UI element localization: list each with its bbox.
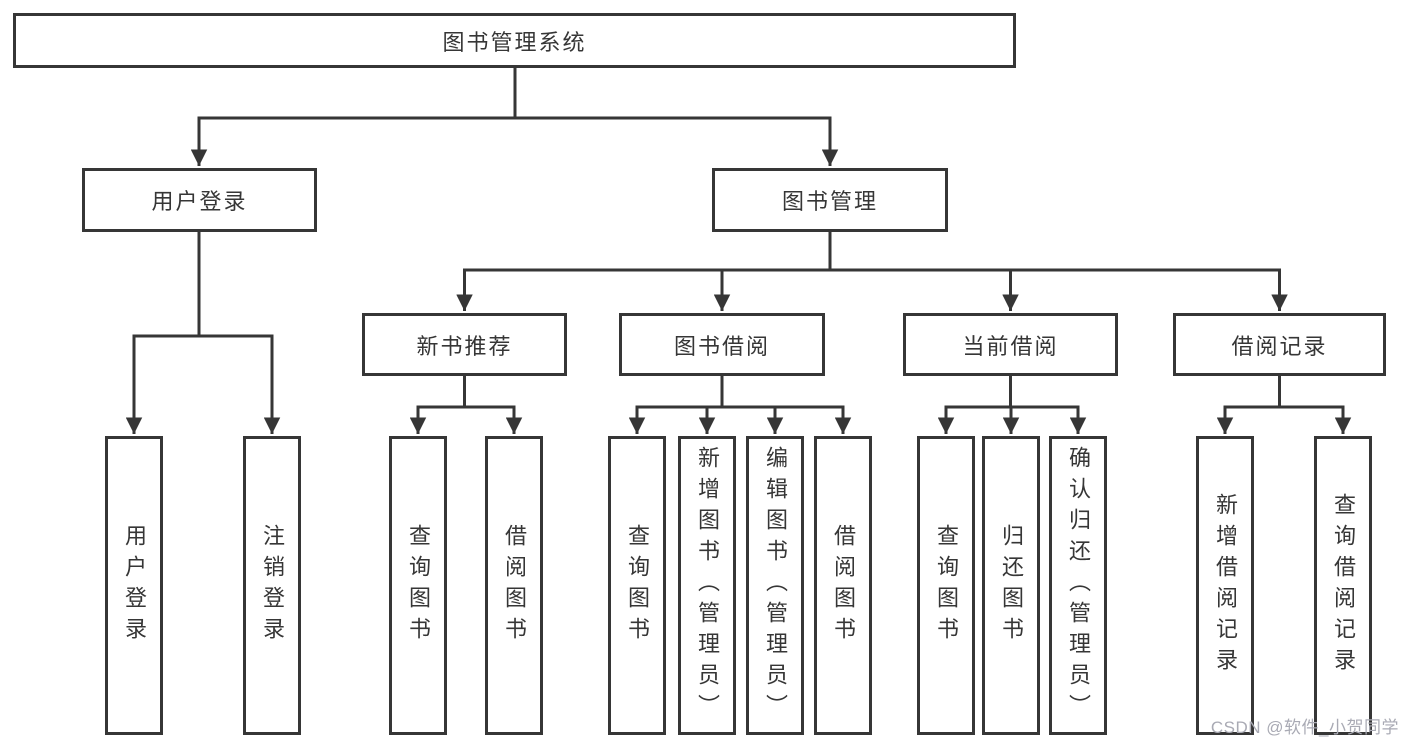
node-bb-add-book-admin: 新增图书（管理员） [678, 436, 736, 735]
node-label: 查询图书 [934, 523, 959, 648]
csdn-watermark: CSDN @软件_小贺同学 [1210, 718, 1399, 737]
node-label: 当前借阅 [962, 333, 1059, 359]
node-label: 借阅记录 [1231, 333, 1328, 359]
node-label: 图书管理 [781, 189, 878, 214]
node-label: 借阅图书 [831, 523, 856, 648]
node-br-query-record: 查询借阅记录 [1314, 436, 1372, 735]
node-label: 用户登录 [151, 189, 248, 214]
node-br-add-record: 新增借阅记录 [1196, 436, 1254, 735]
node-cb-query-book: 查询图书 [917, 436, 975, 735]
node-root-library-management-system: 图书管理系统 [13, 13, 1016, 68]
node-label: 新增借阅记录 [1213, 492, 1238, 679]
node-rec-query-book: 查询图书 [389, 436, 447, 735]
node-current-borrowing: 当前借阅 [903, 313, 1118, 376]
node-user-login: 用户登录 [105, 436, 163, 735]
node-label: 注销登录 [260, 523, 285, 648]
node-label: 新增图书（管理员） [695, 446, 720, 725]
node-label: 用户登录 [122, 523, 147, 648]
node-label: 查询借阅记录 [1331, 492, 1356, 679]
node-new-book-recommendation: 新书推荐 [362, 313, 567, 376]
node-label: 查询图书 [406, 523, 431, 648]
node-rec-borrow-book: 借阅图书 [485, 436, 543, 735]
node-label: 图书借阅 [673, 333, 770, 359]
node-book-borrowing: 图书借阅 [619, 313, 825, 376]
node-bb-edit-book-admin: 编辑图书（管理员） [746, 436, 804, 735]
node-user-login-group: 用户登录 [82, 168, 317, 232]
node-label: 图书管理系统 [442, 29, 587, 55]
node-logout: 注销登录 [243, 436, 301, 735]
node-bb-query-book: 查询图书 [608, 436, 666, 735]
node-book-management-group: 图书管理 [712, 168, 948, 232]
node-label: 借阅图书 [502, 523, 527, 648]
node-cb-confirm-return-admin: 确认归还（管理员） [1049, 436, 1107, 735]
node-label: 编辑图书（管理员） [763, 446, 788, 725]
node-label: 确认归还（管理员） [1066, 446, 1091, 725]
node-borrowing-records: 借阅记录 [1173, 313, 1386, 376]
node-cb-return-book: 归还图书 [982, 436, 1040, 735]
node-label: 归还图书 [999, 523, 1024, 648]
node-label: 查询图书 [625, 523, 650, 648]
node-label: 新书推荐 [416, 333, 513, 359]
node-bb-borrow-book: 借阅图书 [814, 436, 872, 735]
